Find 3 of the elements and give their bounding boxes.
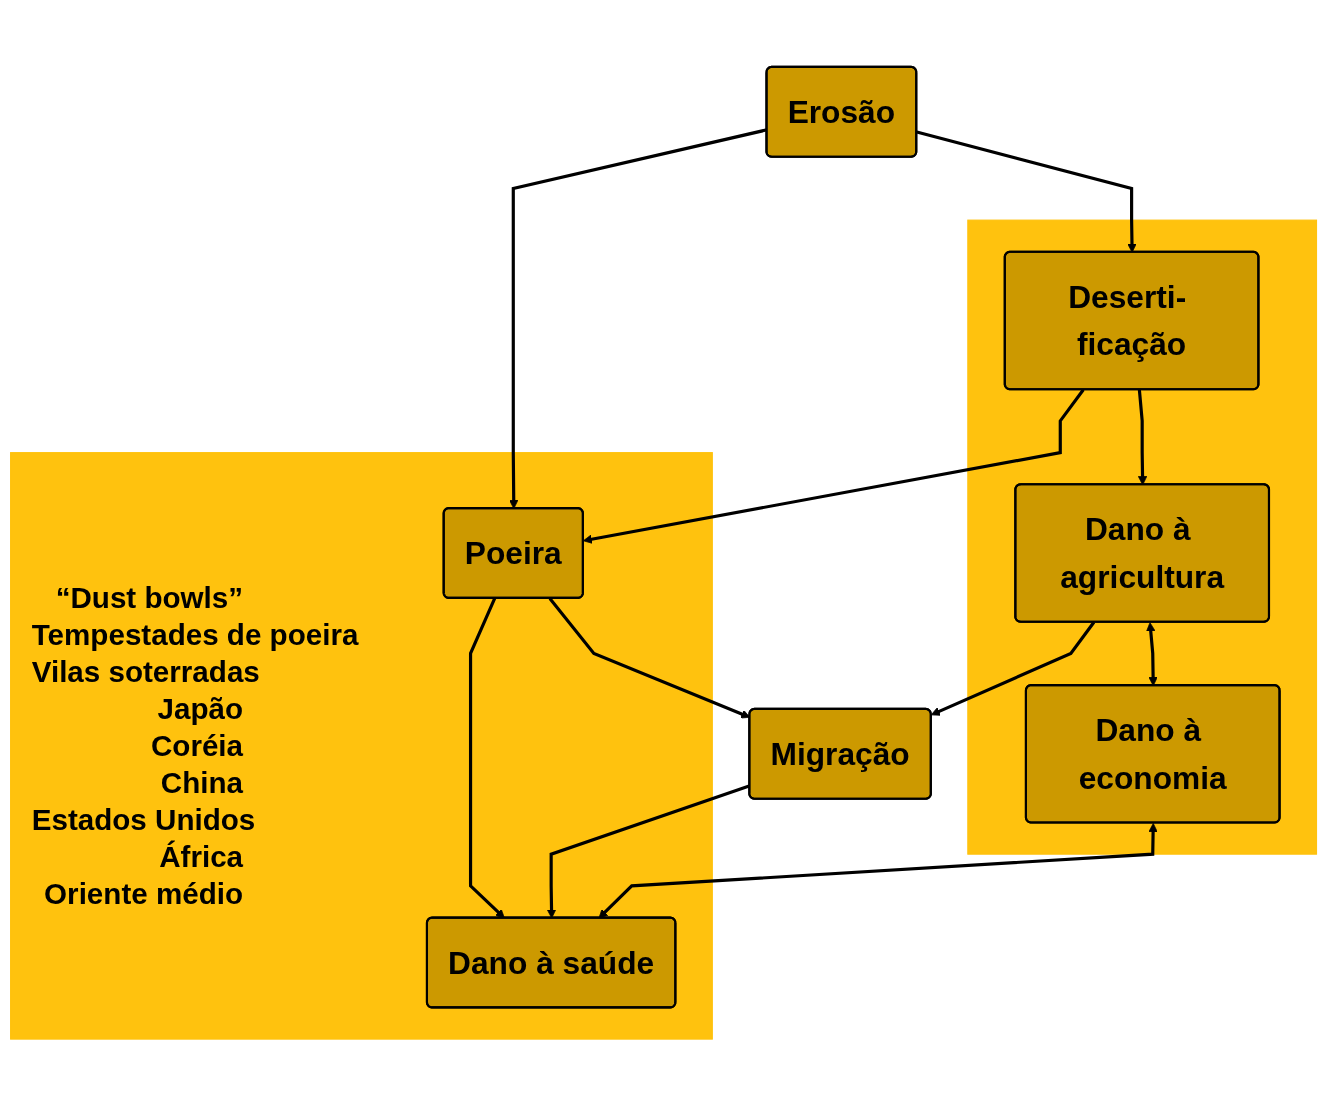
arrow	[930, 621, 1096, 716]
arrow	[548, 597, 751, 719]
cluster	[967, 219, 1318, 855]
